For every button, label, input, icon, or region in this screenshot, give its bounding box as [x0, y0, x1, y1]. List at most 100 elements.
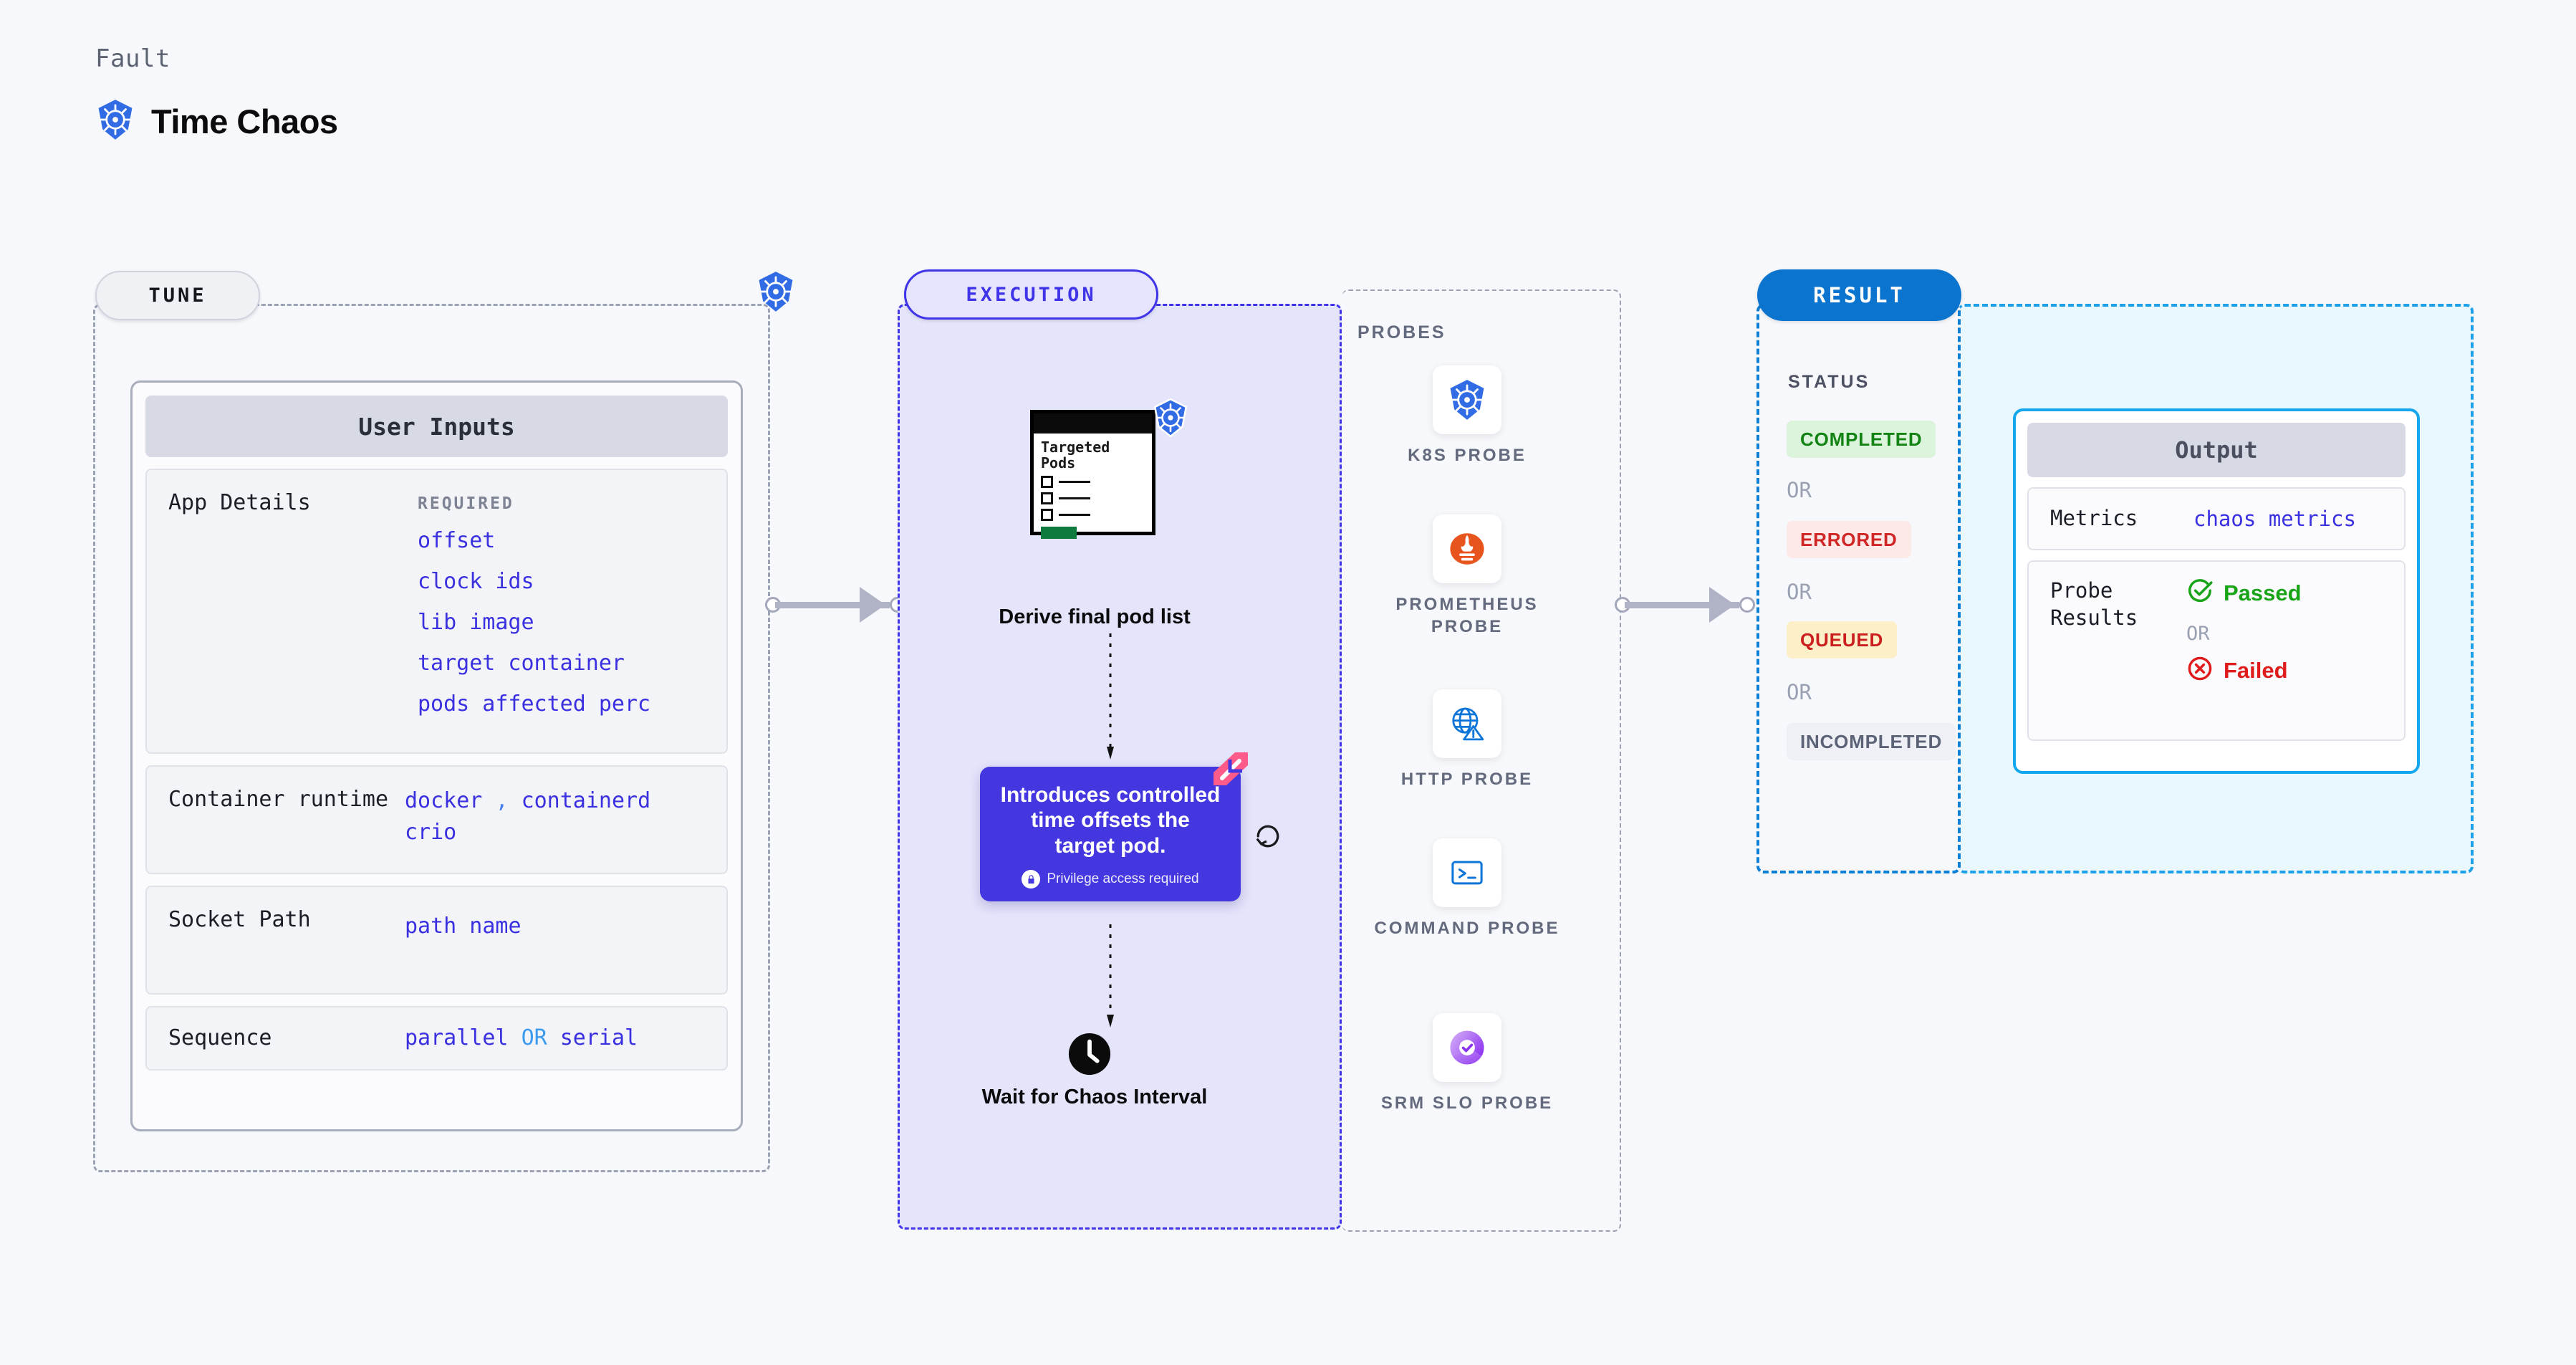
probe-label: COMMAND PROBE	[1374, 919, 1560, 938]
probe-fail-label: Failed	[2224, 657, 2288, 683]
or-label: OR	[1787, 680, 1812, 704]
tooltip-note: Privilege access required	[1047, 871, 1199, 887]
field-container-runtime: Container runtime docker , containerd cr…	[145, 765, 728, 874]
probe-prometheus[interactable]: PROMETHEUS PROBE	[1360, 514, 1575, 638]
field-value: parallel	[405, 1025, 509, 1050]
checkbox-icon	[1041, 508, 1053, 521]
targeted-pods-title: Targeted Pods	[1041, 439, 1110, 472]
fault-title-row: Time Chaos	[95, 99, 338, 144]
field-value: offset	[418, 527, 496, 553]
status-badge-completed: COMPLETED	[1787, 421, 1936, 458]
page-header: Fault Time Chaos	[95, 44, 338, 144]
progress-bar	[1041, 526, 1077, 539]
checkbox-icon	[1041, 492, 1053, 504]
output-row-value: chaos metrics	[2193, 506, 2356, 531]
placeholder-line	[1059, 480, 1090, 483]
field-value: clock ids	[418, 568, 534, 594]
connector-arrowhead	[860, 587, 885, 623]
field-label: Sequence	[168, 1025, 272, 1050]
result-stage-pill[interactable]: RESULT	[1757, 269, 1961, 321]
or-separator: OR	[521, 1025, 547, 1050]
card-titlebar	[1034, 413, 1152, 434]
field-label: Container runtime	[168, 787, 389, 812]
required-label: REQUIRED	[418, 494, 514, 513]
fault-description-tooltip: Introduces controlled time offsets the t…	[980, 767, 1241, 902]
probe-k8s[interactable]: K8S PROBE	[1360, 365, 1575, 466]
prometheus-icon	[1433, 514, 1501, 583]
output-row-label: Metrics	[2050, 506, 2138, 531]
refresh-icon[interactable]	[1252, 820, 1284, 856]
result-stage-container	[1756, 304, 1961, 873]
probe-srm-slo[interactable]: SRM SLO PROBE	[1360, 1013, 1575, 1114]
status-badge-queued: QUEUED	[1787, 621, 1898, 658]
derive-step-label: Derive final pod list	[999, 605, 1191, 628]
harness-icon	[1211, 752, 1251, 793]
field-value: crio	[405, 819, 457, 845]
probe-label: HTTP PROBE	[1400, 770, 1534, 789]
field-app-details: App Details REQUIRED offset clock ids li…	[145, 469, 728, 754]
value-separator: ,	[495, 788, 509, 813]
kubernetes-icon	[95, 99, 135, 144]
kubernetes-icon	[756, 271, 796, 316]
lock-icon	[1022, 870, 1041, 889]
or-label: OR	[1787, 478, 1812, 502]
field-label: Socket Path	[168, 907, 311, 932]
probe-pass-label: Passed	[2224, 580, 2302, 605]
field-value: path name	[405, 914, 522, 939]
or-label: OR	[2186, 623, 2210, 645]
placeholder-line	[1059, 513, 1090, 516]
probe-label: PROMETHEUS PROBE	[1395, 595, 1539, 637]
field-value: target container	[418, 650, 625, 676]
fault-eyebrow: Fault	[95, 44, 170, 73]
status-title: STATUS	[1788, 372, 1870, 392]
kubernetes-icon	[1152, 398, 1189, 441]
checkbox-icon	[1041, 475, 1053, 488]
flow-arrow-down	[1107, 633, 1114, 760]
field-sequence: Sequence parallel OR serial	[145, 1006, 728, 1071]
probe-http[interactable]: HTTP PROBE	[1360, 689, 1575, 790]
pod-checkbox-row	[1041, 508, 1145, 521]
targeted-pods-card: Targeted Pods	[1030, 410, 1155, 539]
user-inputs-title: User Inputs	[145, 396, 728, 457]
page-title: Time Chaos	[151, 102, 338, 140]
output-row-metrics: Metrics chaos metrics	[2027, 487, 2406, 550]
tooltip-text: Introduces controlled time offsets the t…	[1000, 783, 1221, 858]
probe-command[interactable]: COMMAND PROBE	[1360, 838, 1575, 939]
kubernetes-icon	[1433, 365, 1501, 434]
x-circle-icon	[2186, 655, 2214, 686]
output-row-probe-results: Probe Results Passed OR Failed	[2027, 560, 2406, 741]
field-socket-path: Socket Path path name	[145, 886, 728, 995]
output-title: Output	[2027, 423, 2406, 477]
field-value: containerd	[521, 788, 651, 813]
connector-line	[775, 602, 890, 608]
user-inputs-card: User Inputs App Details REQUIRED offset …	[130, 380, 743, 1131]
clock-icon	[1067, 1032, 1112, 1080]
field-value: docker	[405, 788, 483, 813]
connector-line	[1625, 602, 1739, 608]
probe-label: SRM SLO PROBE	[1380, 1093, 1554, 1113]
output-row-label: Probe Results	[2050, 578, 2138, 630]
flow-arrow-down	[1107, 924, 1114, 1028]
http-globe-icon	[1433, 689, 1501, 758]
probes-title: PROBES	[1357, 322, 1446, 343]
srm-slo-icon	[1433, 1013, 1501, 1082]
status-badge-incompleted: INCOMPLETED	[1787, 723, 1956, 760]
wait-step-label: Wait for Chaos Interval	[981, 1086, 1208, 1108]
execution-stage-pill[interactable]: EXECUTION	[904, 269, 1158, 320]
field-value: serial	[559, 1025, 638, 1050]
pod-checkbox-row	[1041, 475, 1145, 488]
pod-checkbox-row	[1041, 492, 1145, 504]
connector-arrowhead	[1709, 587, 1735, 623]
connector-node	[1739, 597, 1755, 613]
or-label: OR	[1787, 580, 1812, 604]
tune-stage-pill[interactable]: TUNE	[95, 271, 260, 320]
check-circle-icon	[2186, 578, 2214, 608]
field-value: lib image	[418, 609, 534, 635]
output-card: Output Metrics chaos metrics Probe Resul…	[2013, 408, 2420, 774]
field-value: pods affected perc	[418, 691, 651, 717]
status-badge-errored: ERRORED	[1787, 521, 1911, 558]
probe-label: K8S PROBE	[1408, 446, 1527, 465]
terminal-icon	[1433, 838, 1501, 907]
field-label: App Details	[168, 490, 311, 515]
placeholder-line	[1059, 497, 1090, 499]
